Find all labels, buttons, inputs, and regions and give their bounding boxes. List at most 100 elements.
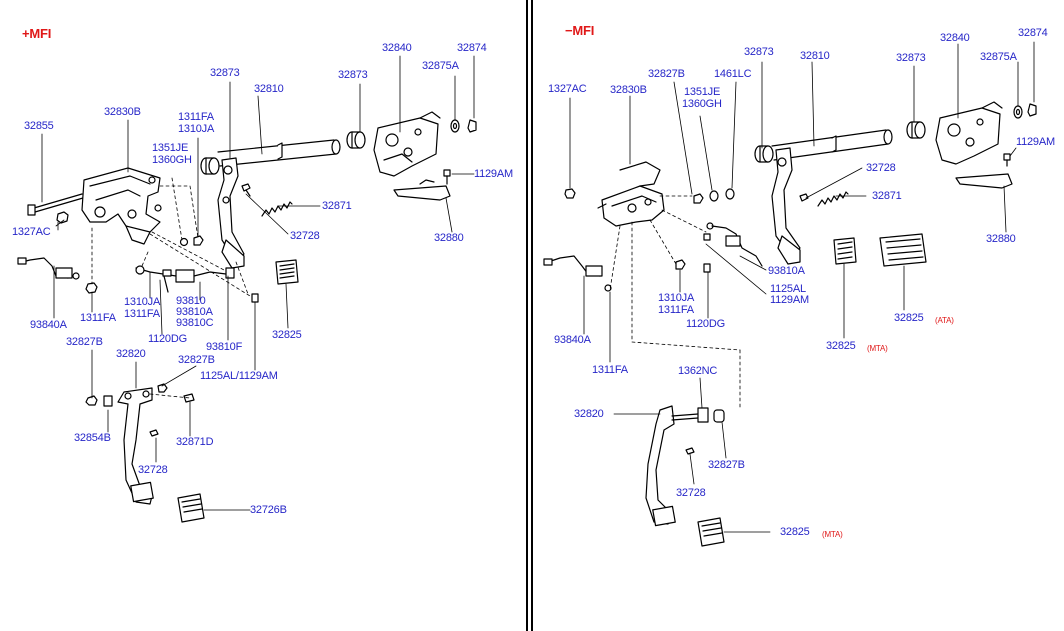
label-r-32728-a: 32728	[866, 162, 896, 174]
section-divider-2	[531, 0, 533, 631]
label-r-32825-ata: 32825	[894, 312, 924, 324]
label-1311fa-c: 1311FA	[80, 312, 116, 324]
bracket-32880-icon	[393, 185, 451, 201]
bushing-1362nc-r-icon	[697, 407, 709, 423]
bracket-32840-icon	[373, 111, 441, 177]
bushing-32854b-icon	[103, 395, 113, 407]
label-93810: 93810	[176, 295, 206, 307]
label-r-32874: 32874	[1018, 27, 1048, 39]
left-assembly	[17, 55, 477, 523]
clip-32874-r-icon	[1027, 103, 1037, 117]
label-32874: 32874	[457, 42, 487, 54]
label-r-mta2: (MTA)	[822, 530, 843, 539]
clip-32728-r-icon	[799, 193, 809, 202]
label-r-ata: (ATA)	[935, 316, 954, 325]
switch-93840a-r-icon	[543, 255, 612, 292]
washer-1351je-r-icon	[709, 190, 719, 202]
clip-32728b-r-icon	[685, 447, 695, 455]
label-r-32728-b: 32728	[676, 487, 706, 499]
label-1311fa-a: 1311FA	[178, 111, 214, 123]
label-1125al-1129am: 1125AL/1129AM	[200, 370, 278, 382]
switch-93840a-icon	[17, 257, 80, 280]
spring-32871-r-icon	[817, 191, 849, 207]
label-1327ac: 1327AC	[12, 226, 51, 238]
label-32840: 32840	[382, 42, 412, 54]
callout-lines-r	[569, 41, 1035, 533]
label-32827b-a: 32827B	[66, 336, 103, 348]
bracket-32830b-r-icon	[597, 161, 665, 227]
label-r-1461lc: 1461LC	[714, 68, 752, 80]
label-r-32810: 32810	[800, 50, 830, 62]
pedal-arm-r-icon	[771, 147, 801, 265]
label-r-mta: (MTA)	[867, 344, 888, 353]
bushing-32873-r-icon	[754, 145, 774, 163]
shaft-32810-r-icon	[771, 129, 893, 161]
label-r-1129am-b: 1129AM	[770, 294, 809, 306]
bushing-32873b-r-icon	[906, 121, 926, 139]
pad-32825-mta-r-icon	[833, 237, 857, 265]
nut-1327ac-r-icon	[564, 188, 576, 199]
nut-1327ac-icon	[56, 211, 69, 224]
label-r-32871: 32871	[872, 190, 902, 202]
bracket-32830b-icon	[81, 167, 162, 245]
label-r-32820: 32820	[574, 408, 604, 420]
clip-32728-icon	[241, 183, 251, 197]
label-r-1129am: 1129AM	[1016, 136, 1055, 148]
bracket-32840-r-icon	[935, 101, 1003, 165]
label-1129am-a: 1129AM	[474, 168, 513, 180]
label-r-32825-mta2: 32825	[780, 526, 810, 538]
label-93810c: 93810C	[176, 317, 214, 329]
left-section-title: +MFI	[22, 26, 52, 41]
section-divider	[526, 0, 528, 631]
label-1120dg: 1120DG	[148, 333, 187, 345]
pedal-arm-icon	[217, 157, 245, 269]
label-32871: 32871	[322, 200, 352, 212]
shaft-32810-icon	[217, 139, 341, 167]
label-32820: 32820	[116, 348, 146, 360]
label-1360gh: 1360GH	[152, 154, 192, 166]
bushing-32873b-icon	[346, 131, 366, 149]
bolt-32855-icon	[27, 193, 84, 216]
label-32880: 32880	[434, 232, 464, 244]
pad-32825-icon	[275, 259, 299, 285]
pedal-32820-r-icon	[645, 405, 699, 527]
label-32873-b: 32873	[338, 69, 368, 81]
label-r-1125al: 1125AL	[770, 283, 806, 295]
label-32830b: 32830B	[104, 106, 141, 118]
pedal-32820-icon	[117, 387, 154, 505]
right-section-title: −MFI	[565, 23, 595, 38]
label-r-32873-b: 32873	[896, 52, 926, 64]
bracket-32880-r-icon	[955, 173, 1013, 189]
label-1310ja-a: 1310JA	[178, 123, 215, 135]
leader-lines	[91, 177, 251, 297]
label-32855: 32855	[24, 120, 54, 132]
pad-32726b-icon	[177, 493, 205, 523]
label-r-1311fa-a: 1311FA	[658, 304, 694, 316]
label-32728-b: 32728	[138, 464, 168, 476]
nut-1311fa-icon	[85, 282, 98, 294]
label-r-1351je: 1351JE	[684, 86, 721, 98]
pad-32825-ata-r-icon	[879, 233, 927, 267]
nut-1310ja-r-icon	[675, 259, 686, 270]
label-32726b: 32726B	[250, 504, 287, 516]
pad-32825-mta2-r-icon	[697, 517, 725, 547]
label-1310ja-b: 1310JA	[124, 296, 161, 308]
label-1351je: 1351JE	[152, 142, 189, 154]
label-r-32827b-a: 32827B	[648, 68, 685, 80]
label-93810f: 93810F	[206, 341, 243, 353]
right-assembly	[543, 41, 1037, 547]
callout-lines	[41, 55, 475, 511]
bolt-1125al-icon	[251, 293, 259, 303]
label-r-1362nc: 1362NC	[678, 365, 718, 377]
label-r-32825-mta: 32825	[826, 340, 856, 352]
label-r-32840: 32840	[940, 32, 970, 44]
clip-32874-icon	[467, 119, 477, 133]
leader-lines-r	[609, 195, 741, 411]
label-r-32875a: 32875A	[980, 51, 1017, 63]
label-r-1327ac: 1327AC	[548, 83, 587, 95]
bolt-1129am-icon	[443, 169, 451, 185]
label-32873-a: 32873	[210, 67, 240, 79]
nut-32827b-icon	[85, 395, 98, 406]
